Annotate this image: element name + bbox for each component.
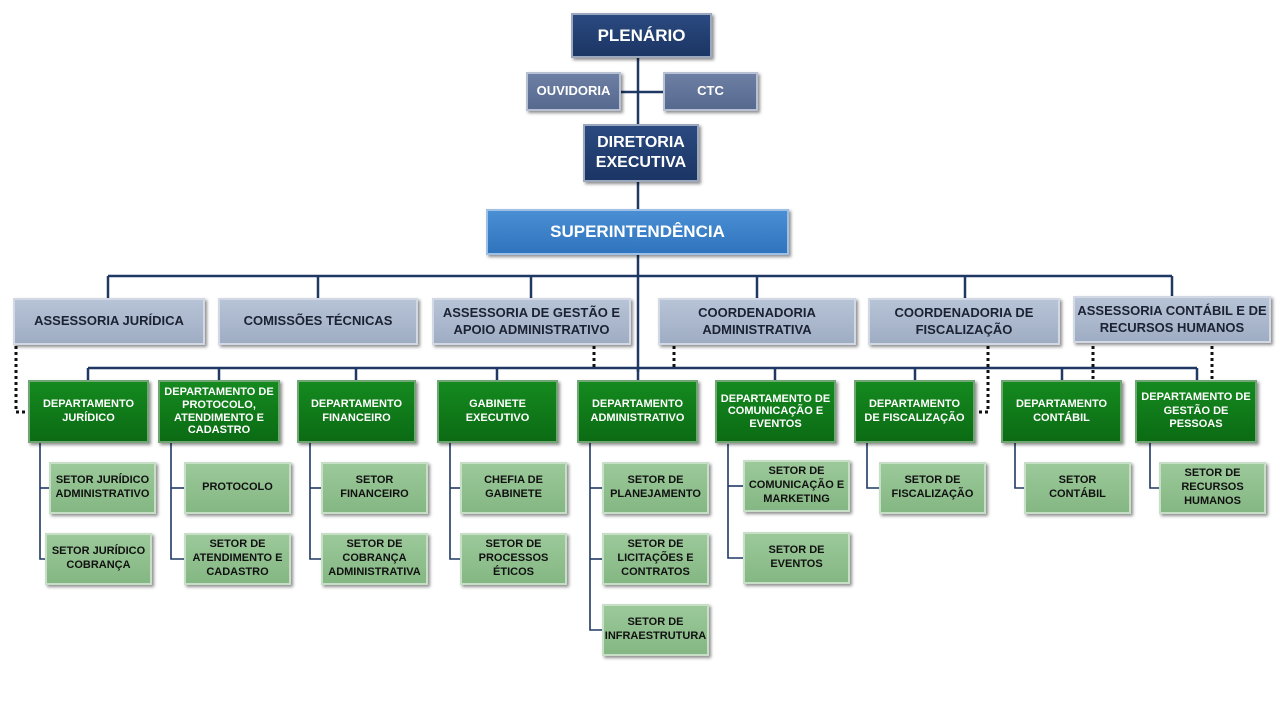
ouvidoria-box: OUVIDORIA: [526, 72, 621, 111]
plenario-box: PLENÁRIO: [571, 13, 712, 58]
sector-box: SETOR DE PLANEJAMENTO: [602, 462, 709, 514]
diretoria-executiva-box: DIRETORIA EXECUTIVA: [583, 124, 699, 182]
advisory-box: COORDENADORIA DE FISCALIZAÇÃO: [868, 298, 1060, 345]
sector-box: CHEFIA DE GABINETE: [460, 462, 567, 514]
department-box: DEPARTAMENTO DE COMUNICAÇÃO E EVENTOS: [715, 380, 836, 443]
sector-box: SETOR DE INFRAESTRUTURA: [602, 604, 709, 656]
department-box: DEPARTAMENTO FINANCEIRO: [297, 380, 416, 443]
advisory-box: ASSESSORIA JURÍDICA: [13, 298, 205, 345]
advisory-box: COORDENADORIA ADMINISTRATIVA: [658, 298, 856, 345]
sector-box: SETOR DE COBRANÇA ADMINISTRATIVA: [321, 533, 428, 585]
sector-box: SETOR DE RECURSOS HUMANOS: [1159, 462, 1266, 514]
sector-box: SETOR DE FISCALIZAÇÃO: [879, 462, 986, 514]
sector-box: SETOR JURÍDICO ADMINISTRATIVO: [49, 462, 156, 514]
sector-box: SETOR DE PROCESSOS ÉTICOS: [460, 533, 567, 585]
department-box: DEPARTAMENTO DE GESTÃO DE PESSOAS: [1135, 380, 1257, 443]
sector-box: SETOR DE LICITAÇÕES E CONTRATOS: [602, 533, 709, 585]
department-box: GABINETE EXECUTIVO: [437, 380, 558, 443]
sector-box: SETOR DE EVENTOS: [743, 532, 850, 584]
sector-box: SETOR CONTÁBIL: [1024, 462, 1131, 514]
advisory-box: COMISSÕES TÉCNICAS: [218, 298, 418, 345]
department-box: DEPARTAMENTO DE PROTOCOLO, ATENDIMENTO E…: [158, 380, 280, 443]
department-box: DEPARTAMENTO JURÍDICO: [28, 380, 149, 443]
sector-box: SETOR FINANCEIRO: [321, 462, 428, 514]
sector-box: PROTOCOLO: [184, 462, 291, 514]
ctc-box: CTC: [663, 72, 758, 111]
department-box: DEPARTAMENTO CONTÁBIL: [1001, 380, 1122, 443]
advisory-box: ASSESSORIA DE GESTÃO E APOIO ADMINISTRAT…: [432, 298, 631, 345]
sector-box: SETOR JURÍDICO COBRANÇA: [45, 533, 152, 585]
advisory-box: ASSESSORIA CONTÁBIL E DE RECURSOS HUMANO…: [1073, 296, 1271, 343]
sector-box: SETOR DE ATENDIMENTO E CADASTRO: [184, 533, 291, 585]
superintendencia-box: SUPERINTENDÊNCIA: [486, 209, 789, 255]
sector-box: SETOR DE COMUNICAÇÃO E MARKETING: [743, 460, 850, 512]
department-box: DEPARTAMENTO DE FISCALIZAÇÃO: [854, 380, 975, 443]
department-box: DEPARTAMENTO ADMINISTRATIVO: [577, 380, 698, 443]
